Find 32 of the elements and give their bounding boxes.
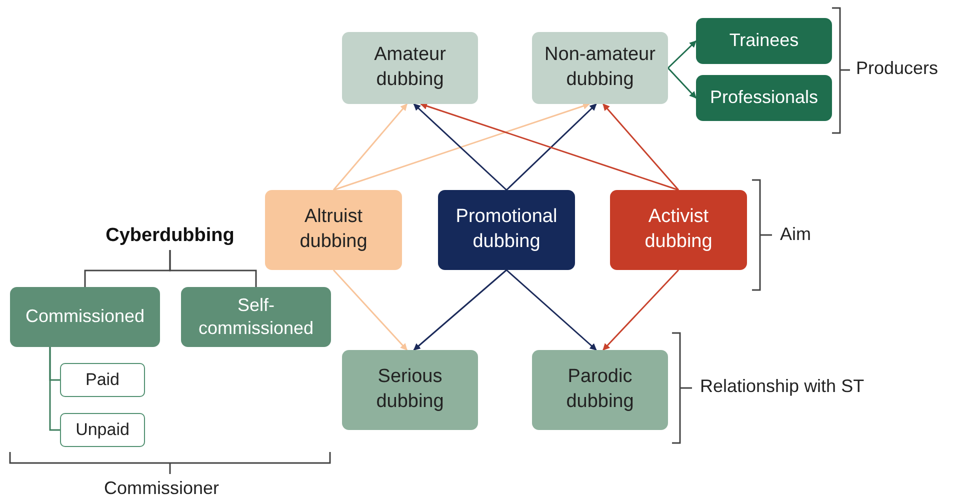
arrow — [602, 269, 680, 351]
relationship-box: Parodic dubbing — [532, 350, 668, 430]
arrow — [506, 103, 597, 191]
payment-box: Paid — [60, 363, 145, 397]
bracket-label: Relationship with ST — [700, 376, 864, 397]
arrow — [602, 103, 680, 190]
bracket-label: Producers — [856, 58, 938, 79]
arrow — [413, 103, 507, 191]
producer-box: Trainees — [696, 18, 832, 64]
bracket-label: Aim — [780, 224, 811, 245]
aim-box: Promotional dubbing — [438, 190, 575, 270]
commissioner-box: Self-commissioned — [181, 287, 331, 347]
tree-root-label: Cyberdubbing — [95, 222, 245, 250]
arrow — [333, 102, 590, 191]
arrow — [332, 270, 408, 351]
arrow — [667, 40, 697, 69]
bracket-label: Commissioner — [104, 478, 220, 498]
payment-box: Unpaid — [60, 413, 145, 447]
connector-line — [169, 250, 257, 287]
aim-box: Activist dubbing — [610, 190, 747, 270]
aim-box: Altruist dubbing — [265, 190, 402, 270]
producer-box: Professionals — [696, 75, 832, 121]
category-box: Non-amateur dubbing — [532, 32, 668, 104]
arrow — [420, 102, 679, 191]
commissioner-box: Commissioned — [10, 287, 160, 347]
arrow — [506, 269, 597, 351]
connector-line — [49, 347, 60, 431]
arrow — [332, 103, 408, 190]
arrow — [667, 67, 697, 99]
arrow — [413, 269, 507, 351]
category-box: Amateur dubbing — [342, 32, 478, 104]
relationship-box: Serious dubbing — [342, 350, 478, 430]
